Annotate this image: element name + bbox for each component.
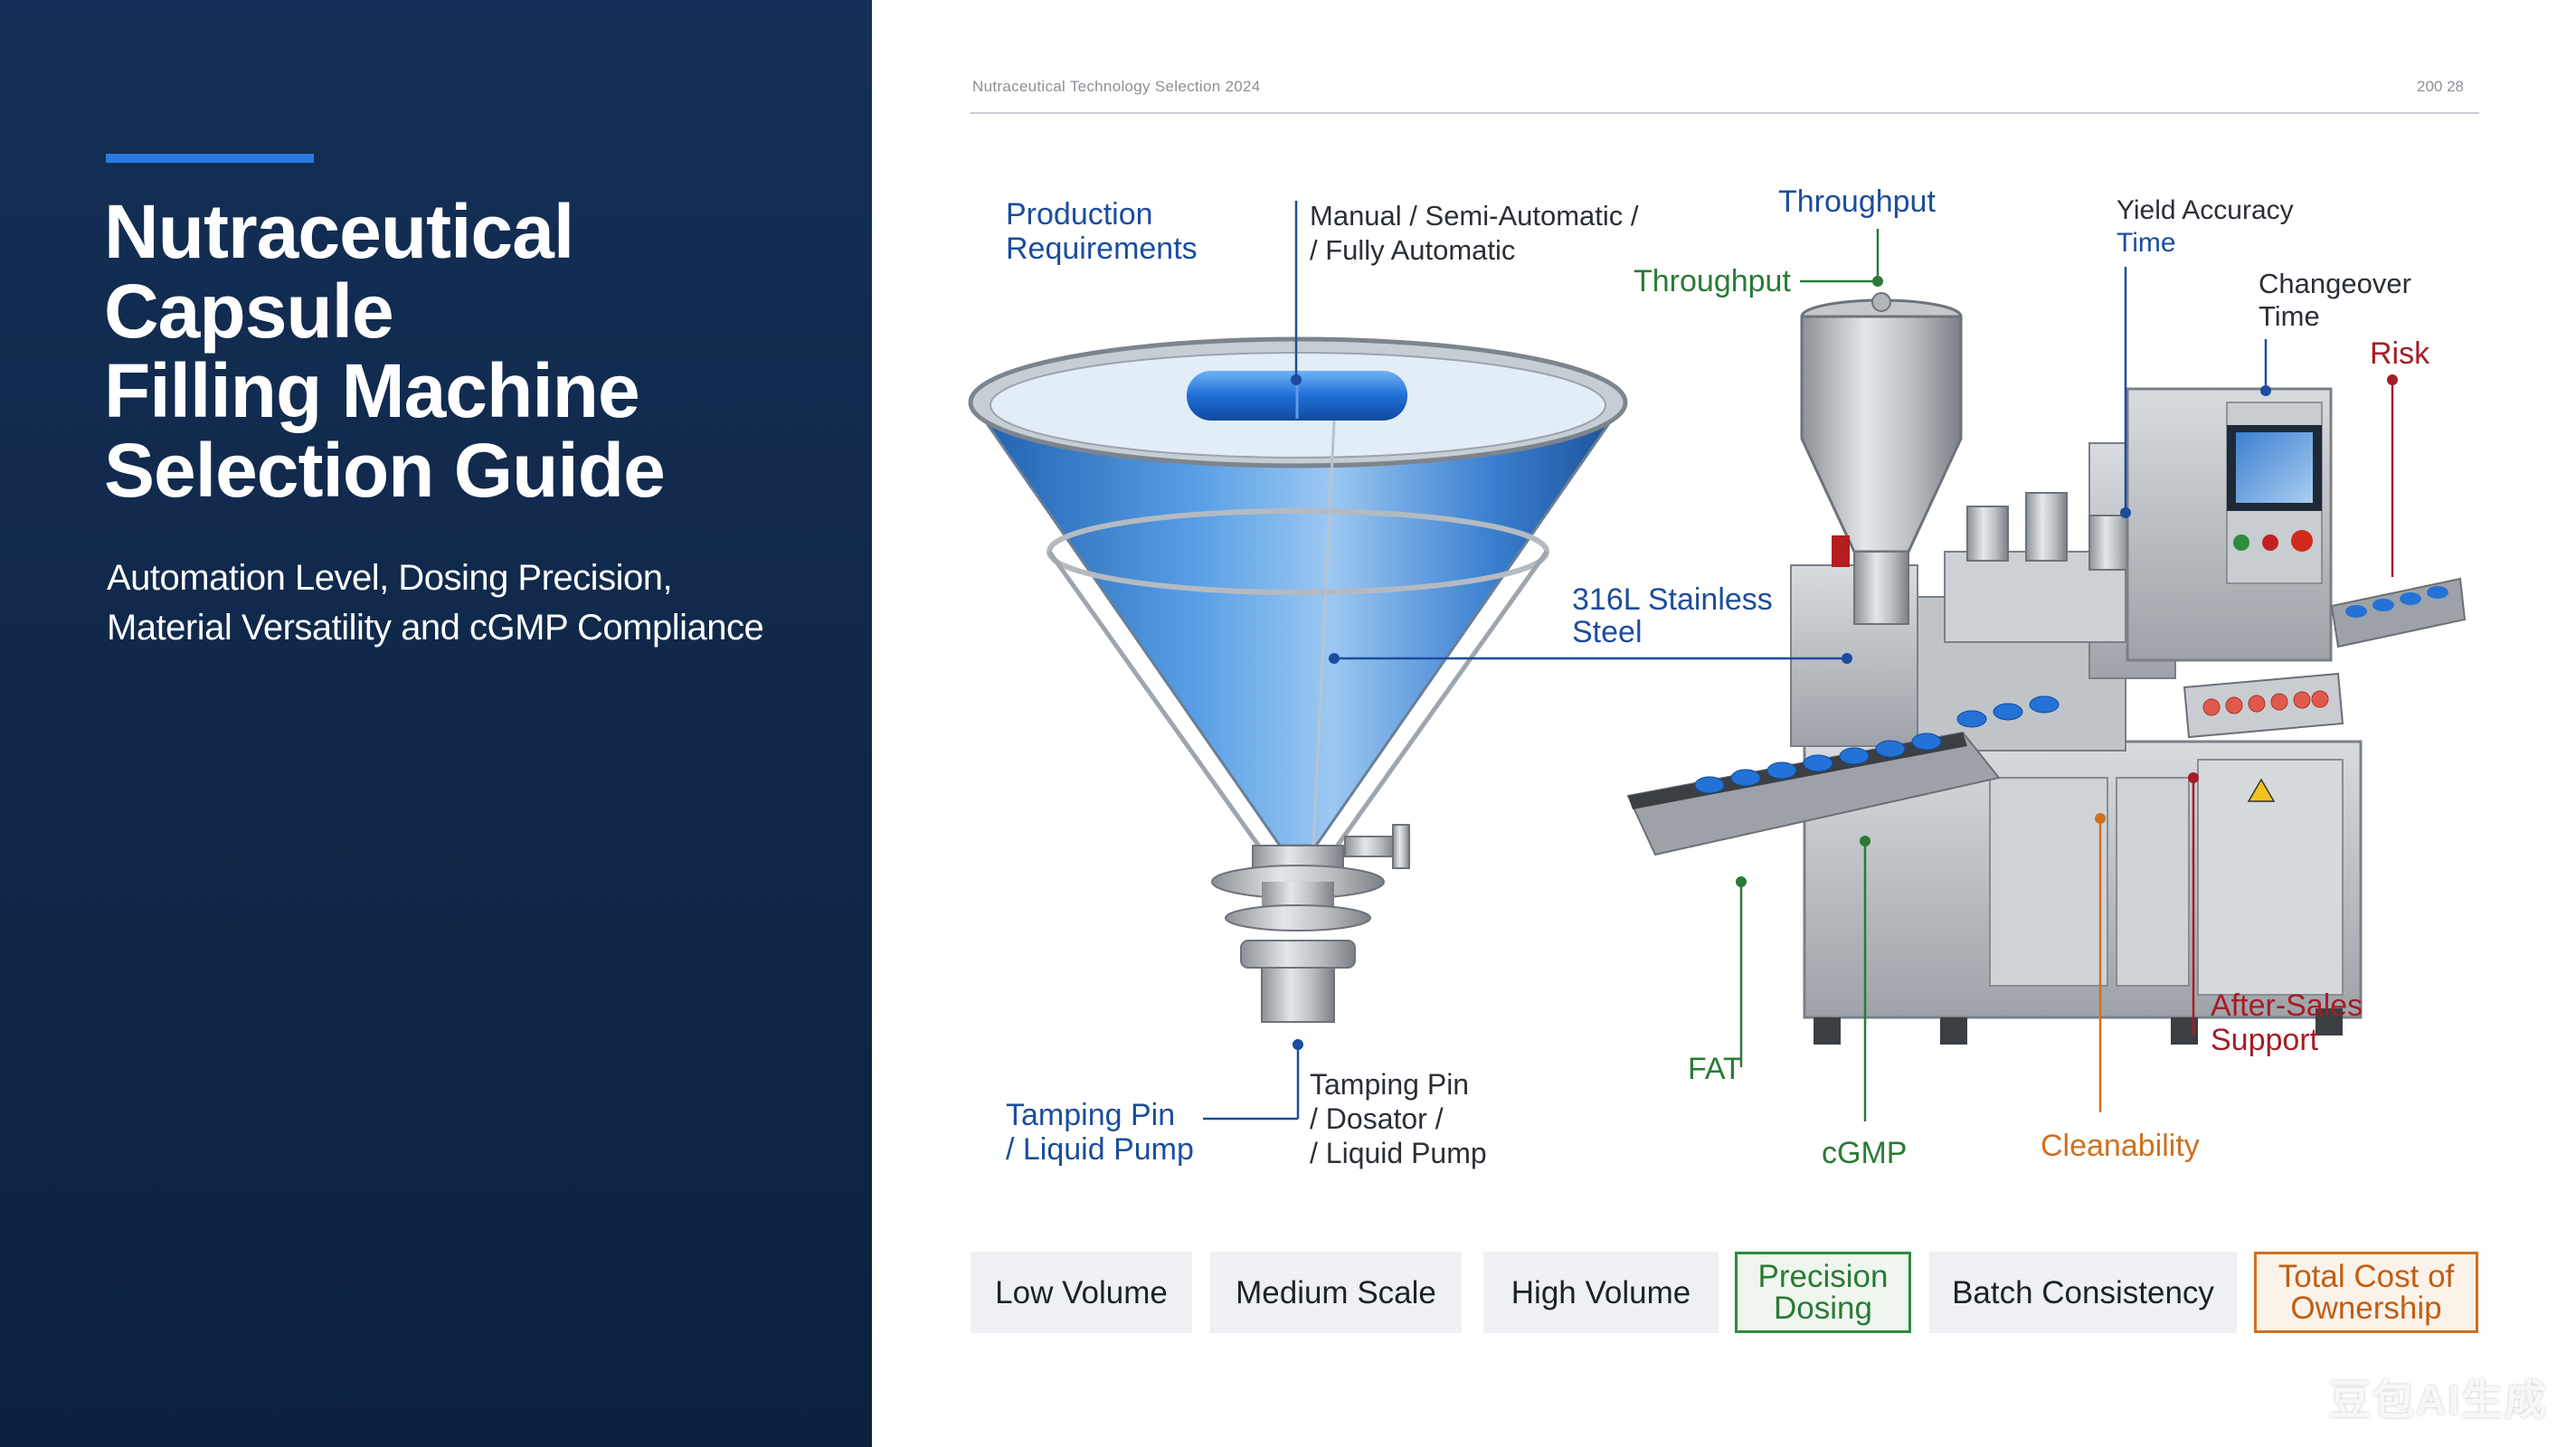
label-changeover-time: Changeover Time	[2259, 268, 2411, 332]
label-tamping-pin-liquid-pump: Tamping Pin / Liquid Pump	[1006, 1098, 1194, 1167]
left-panel: Nutraceutical Capsule Filling Machine Se…	[0, 0, 872, 1447]
accent-bar	[106, 154, 314, 163]
page-title: Nutraceutical Capsule Filling Machine Se…	[104, 192, 828, 510]
label-cgmp: cGMP	[1822, 1136, 1908, 1170]
header-divider	[971, 112, 2479, 114]
label-production-requirements: Production Requirements	[1006, 197, 1198, 266]
label-316l-stainless-steel: 316L Stainless Steel	[1572, 582, 1773, 649]
title-line-1: Nutraceutical	[104, 189, 574, 274]
capsule-filling-machine-illustration	[1626, 292, 2467, 1045]
title-line-4: Selection Guide	[104, 428, 666, 513]
title-line-3: Filling Machine	[104, 348, 640, 433]
label-yield-accuracy: Yield Accuracy Time	[2117, 195, 2294, 258]
ai-watermark: 豆包AI生成	[2329, 1376, 2548, 1423]
chip-batch-consistency: Batch Consistency	[1929, 1252, 2237, 1333]
label-risk: Risk	[2370, 336, 2430, 371]
subtitle-line-2: Material Versatility and cGMP Compliance	[107, 608, 764, 648]
subtitle-line-1: Automation Level, Dosing Precision,	[107, 558, 673, 598]
label-fat: FAT	[1688, 1052, 1742, 1086]
title-line-2: Capsule	[104, 269, 394, 354]
header-page-number: 200 28	[2417, 78, 2464, 95]
label-throughput-left: Throughput	[1634, 264, 1791, 298]
chip-low-volume: Low Volume	[971, 1252, 1192, 1333]
chip-medium-scale: Medium Scale	[1210, 1252, 1462, 1333]
label-automation-level: Manual / Semi-Automatic / / Fully Automa…	[1310, 200, 1639, 266]
chip-precision-dosing: Precision Dosing	[1735, 1252, 1911, 1333]
label-throughput-top: Throughput	[1778, 184, 1936, 219]
chip-total-cost-of-ownership: Total Cost of Ownership	[2254, 1252, 2478, 1333]
page-subtitle: Automation Level, Dosing Precision, Mate…	[107, 553, 848, 653]
label-cleanability: Cleanability	[2041, 1129, 2200, 1163]
chip-high-volume: High Volume	[1483, 1252, 1719, 1333]
funnel-illustration	[968, 336, 1628, 1023]
label-tamping-dosator-liquid-pump: Tamping Pin / Dosator / / Liquid Pump	[1310, 1068, 1487, 1169]
header-caption: Nutraceutical Technology Selection 2024	[972, 78, 1261, 95]
label-after-sales-support: After-Sales Support	[2211, 988, 2363, 1057]
